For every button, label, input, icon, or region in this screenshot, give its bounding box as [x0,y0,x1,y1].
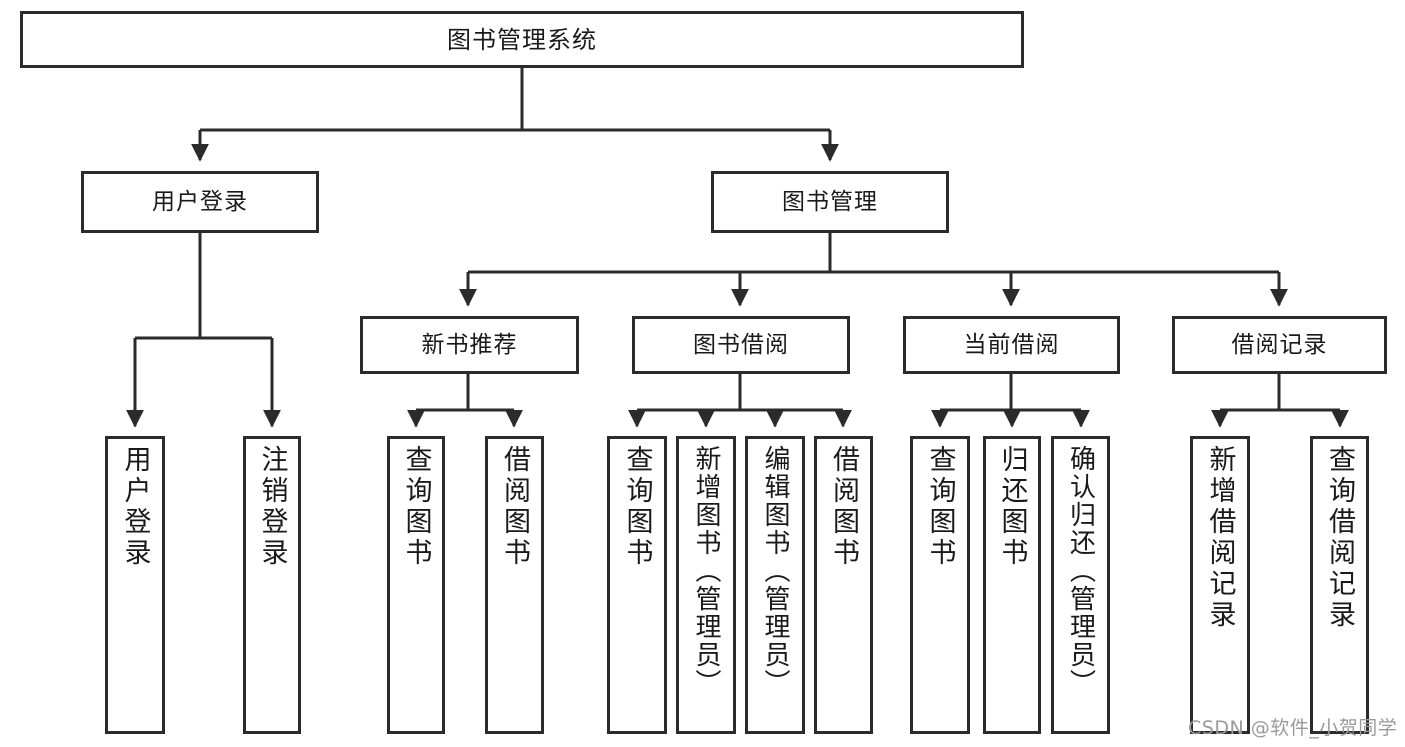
node-leaf-borrow-book-1-label: 借阅图书 [499,445,530,569]
node-leaf-borrow-book-2-label: 借阅图书 [828,445,859,569]
watermark-text: CSDN @软件_小贺同学 [1188,717,1398,739]
node-user-login[interactable]: 用户登录 [81,171,319,233]
node-new-book-rec-label: 新书推荐 [421,331,518,358]
node-book-borrow[interactable]: 图书借阅 [632,316,850,374]
node-leaf-add-book[interactable]: 新增图书（管理员） [676,436,736,734]
node-leaf-logout[interactable]: 注销登录 [243,436,301,734]
node-leaf-add-record-label: 新增借阅记录 [1204,445,1236,631]
node-leaf-borrow-book-2[interactable]: 借阅图书 [814,436,873,734]
node-current-borrow[interactable]: 当前借阅 [903,316,1120,374]
node-new-book-rec[interactable]: 新书推荐 [360,316,579,374]
node-leaf-confirm-return[interactable]: 确认归还（管理员） [1051,436,1110,734]
node-leaf-query-book-3-label: 查询图书 [924,445,956,569]
node-leaf-query-book-2[interactable]: 查询图书 [607,436,667,734]
node-leaf-query-record-label: 查询借阅记录 [1324,445,1355,631]
node-current-borrow-label: 当前借阅 [963,331,1060,358]
node-borrow-record[interactable]: 借阅记录 [1172,316,1387,374]
node-leaf-query-book-3[interactable]: 查询图书 [910,436,970,734]
node-leaf-query-book-1-label: 查询图书 [400,445,432,569]
node-leaf-query-book-1[interactable]: 查询图书 [387,436,445,734]
node-leaf-confirm-return-label: 确认归还（管理员） [1065,445,1096,697]
node-leaf-query-book-2-label: 查询图书 [621,445,653,569]
node-user-login-label: 用户登录 [152,188,248,215]
node-root-label: 图书管理系统 [447,25,597,54]
node-leaf-edit-book-label: 编辑图书（管理员） [760,445,790,697]
node-leaf-logout-label: 注销登录 [256,445,288,569]
node-leaf-borrow-book-1[interactable]: 借阅图书 [485,436,544,734]
node-leaf-add-book-label: 新增图书（管理员） [691,445,721,697]
node-book-borrow-label: 图书借阅 [693,331,789,358]
node-leaf-query-record[interactable]: 查询借阅记录 [1310,436,1369,734]
node-leaf-return-book[interactable]: 归还图书 [983,436,1041,734]
node-leaf-edit-book[interactable]: 编辑图书（管理员） [745,436,805,734]
node-leaf-user-login[interactable]: 用户登录 [105,436,165,734]
node-leaf-return-book-label: 归还图书 [996,445,1028,569]
node-borrow-record-label: 借阅记录 [1231,331,1328,358]
node-book-manage-label: 图书管理 [782,188,878,215]
node-root[interactable]: 图书管理系统 [20,11,1024,68]
node-leaf-add-record[interactable]: 新增借阅记录 [1190,436,1250,734]
node-leaf-user-login-label: 用户登录 [119,445,151,569]
node-book-manage[interactable]: 图书管理 [711,171,949,233]
